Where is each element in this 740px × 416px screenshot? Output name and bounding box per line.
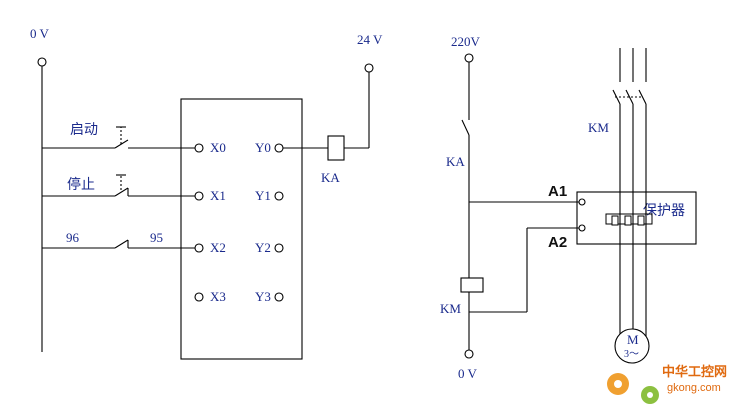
contact-96-label: 96: [66, 230, 80, 245]
km-coil-label: KM: [440, 301, 461, 316]
ka-coil: [327, 135, 345, 161]
ka-coil-label: KA: [321, 170, 340, 185]
three-phase-lines: [612, 48, 647, 336]
motor: M 3～: [614, 328, 650, 364]
svg-text:Y0: Y0: [255, 140, 271, 155]
ka-coil-circuit: 24 V KA: [283, 32, 383, 185]
plc-output-y2: Y2: [255, 240, 284, 255]
watermark: 中华工控网 gkong.com: [607, 364, 727, 404]
motor-sub-label: 3～: [624, 349, 639, 360]
svg-text:X1: X1: [210, 188, 226, 203]
watermark-url: gkong.com: [667, 382, 721, 394]
supply-220v-label: 220V: [451, 34, 481, 49]
svg-text:Y1: Y1: [255, 188, 271, 203]
supply-0v-terminal: [37, 57, 47, 67]
svg-text:Y3: Y3: [255, 289, 271, 304]
start-label: 启动: [70, 121, 98, 137]
thermal-elements: [605, 213, 653, 226]
supply-0v-right-label: 0 V: [458, 366, 478, 381]
svg-text:X3: X3: [210, 289, 226, 304]
plc-input-x0: X0: [194, 140, 226, 155]
start-button-rung: 启动: [42, 121, 195, 149]
ka-contact: [461, 119, 470, 136]
stop-button-rung: 停止: [42, 174, 195, 197]
watermark-brand: 中华工控网: [662, 364, 727, 379]
plc-input-x3: X3: [194, 289, 226, 304]
gear-icon: [607, 373, 659, 404]
km-coil: [460, 277, 484, 293]
svg-text:X0: X0: [210, 140, 226, 155]
plc-output-y0: Y0: [255, 140, 284, 155]
contact-95-label: 95: [150, 230, 163, 245]
supply-24v-label: 24 V: [357, 32, 383, 47]
motor-label: M: [627, 332, 639, 347]
plc-output-y3: Y3: [255, 289, 284, 304]
plc-input-x1: X1: [194, 188, 226, 203]
thermal-contact-rung: 96 95: [42, 230, 195, 249]
svg-text:X2: X2: [210, 240, 226, 255]
supply-0v-terminal-right: [464, 349, 474, 359]
supply-220v-terminal: [464, 53, 474, 63]
svg-text:Y2: Y2: [255, 240, 271, 255]
plc-output-y1: Y1: [255, 188, 284, 203]
ka-contact-label: KA: [446, 154, 465, 169]
terminal-a2-label: A2: [548, 234, 567, 251]
protector-box: [576, 191, 697, 245]
supply-24v-terminal: [364, 63, 374, 73]
plc-box: [180, 98, 303, 360]
terminal-a1-label: A1: [548, 183, 567, 200]
stop-label: 停止: [67, 176, 95, 192]
supply-0v-label: 0 V: [30, 26, 50, 41]
plc-input-x2: X2: [194, 240, 226, 255]
km-main-contact-label: KM: [588, 120, 609, 135]
protector-label: 保护器: [643, 202, 685, 218]
